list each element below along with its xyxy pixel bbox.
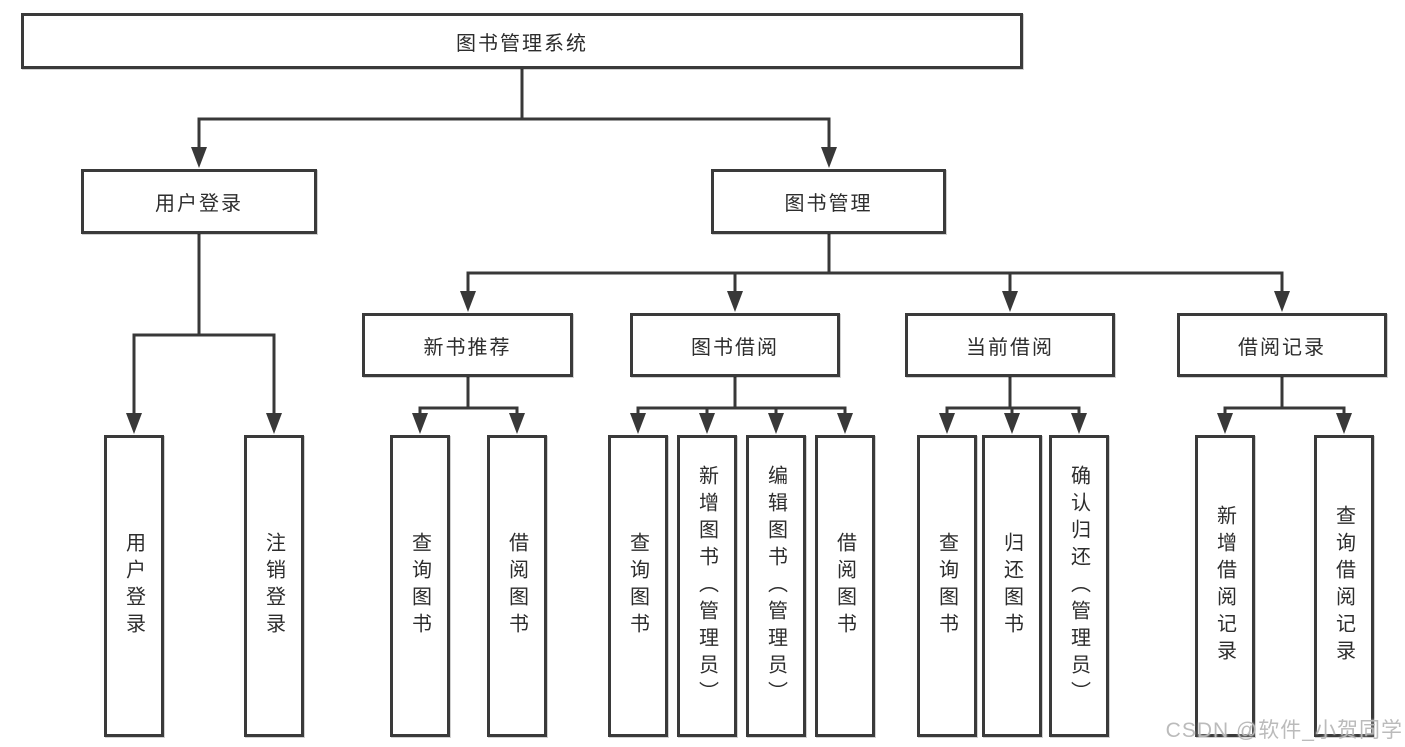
node-label: 用户登录 [155, 193, 243, 215]
node-label: 查询借阅记录 [1332, 505, 1355, 667]
leaf-query-books-3: 查询图书 [917, 435, 977, 737]
leaf-return-books: 归还图书 [982, 435, 1042, 737]
node-label: 借阅图书 [505, 532, 528, 640]
node-label: 借阅记录 [1238, 336, 1326, 359]
node-label: 图书管理系统 [456, 32, 588, 55]
node-borrowing-records: 借阅记录 [1177, 313, 1387, 377]
leaf-query-books-2: 查询图书 [608, 435, 668, 737]
node-label: 查询图书 [408, 532, 431, 640]
node-label: 图书管理 [784, 193, 873, 215]
node-label: 图书借阅 [691, 336, 779, 359]
leaf-borrow-books-2: 借阅图书 [815, 435, 875, 737]
node-label: 用户登录 [122, 532, 145, 640]
node-label: 注销登录 [262, 532, 285, 640]
node-label: 编辑图书（管理员） [764, 464, 787, 708]
node-book-management: 图书管理 [711, 169, 946, 234]
leaf-add-books-admin: 新增图书（管理员） [677, 435, 737, 737]
node-new-book-recommendation: 新书推荐 [362, 313, 573, 377]
leaf-query-borrow-record: 查询借阅记录 [1314, 435, 1374, 737]
connector-lines [132, 67, 1346, 418]
node-label: 新书推荐 [423, 336, 512, 359]
node-label: 确认归还（管理员） [1067, 464, 1090, 708]
leaf-query-books-1: 查询图书 [390, 435, 450, 737]
node-label: 新增借阅记录 [1213, 505, 1236, 667]
node-label: 当前借阅 [966, 336, 1054, 359]
node-label: 新增图书（管理员） [695, 464, 718, 708]
leaf-edit-books-admin: 编辑图书（管理员） [746, 435, 806, 737]
node-label: 查询图书 [626, 532, 649, 640]
csdn-watermark: CSDN @软件_小贺同学 [1165, 719, 1403, 742]
node-library-management-system: 图书管理系统 [21, 13, 1023, 69]
node-current-borrowing: 当前借阅 [905, 313, 1115, 377]
node-user-login: 用户登录 [81, 169, 317, 234]
leaf-user-login: 用户登录 [104, 435, 164, 737]
node-label: 借阅图书 [833, 532, 856, 640]
leaf-confirm-return-admin: 确认归还（管理员） [1049, 435, 1109, 737]
node-label: 归还图书 [1000, 532, 1023, 640]
leaf-borrow-books-1: 借阅图书 [487, 435, 547, 737]
node-book-borrowing: 图书借阅 [630, 313, 840, 377]
leaf-add-borrow-record: 新增借阅记录 [1195, 435, 1255, 737]
leaf-logout: 注销登录 [244, 435, 304, 737]
node-label: 查询图书 [935, 532, 958, 640]
